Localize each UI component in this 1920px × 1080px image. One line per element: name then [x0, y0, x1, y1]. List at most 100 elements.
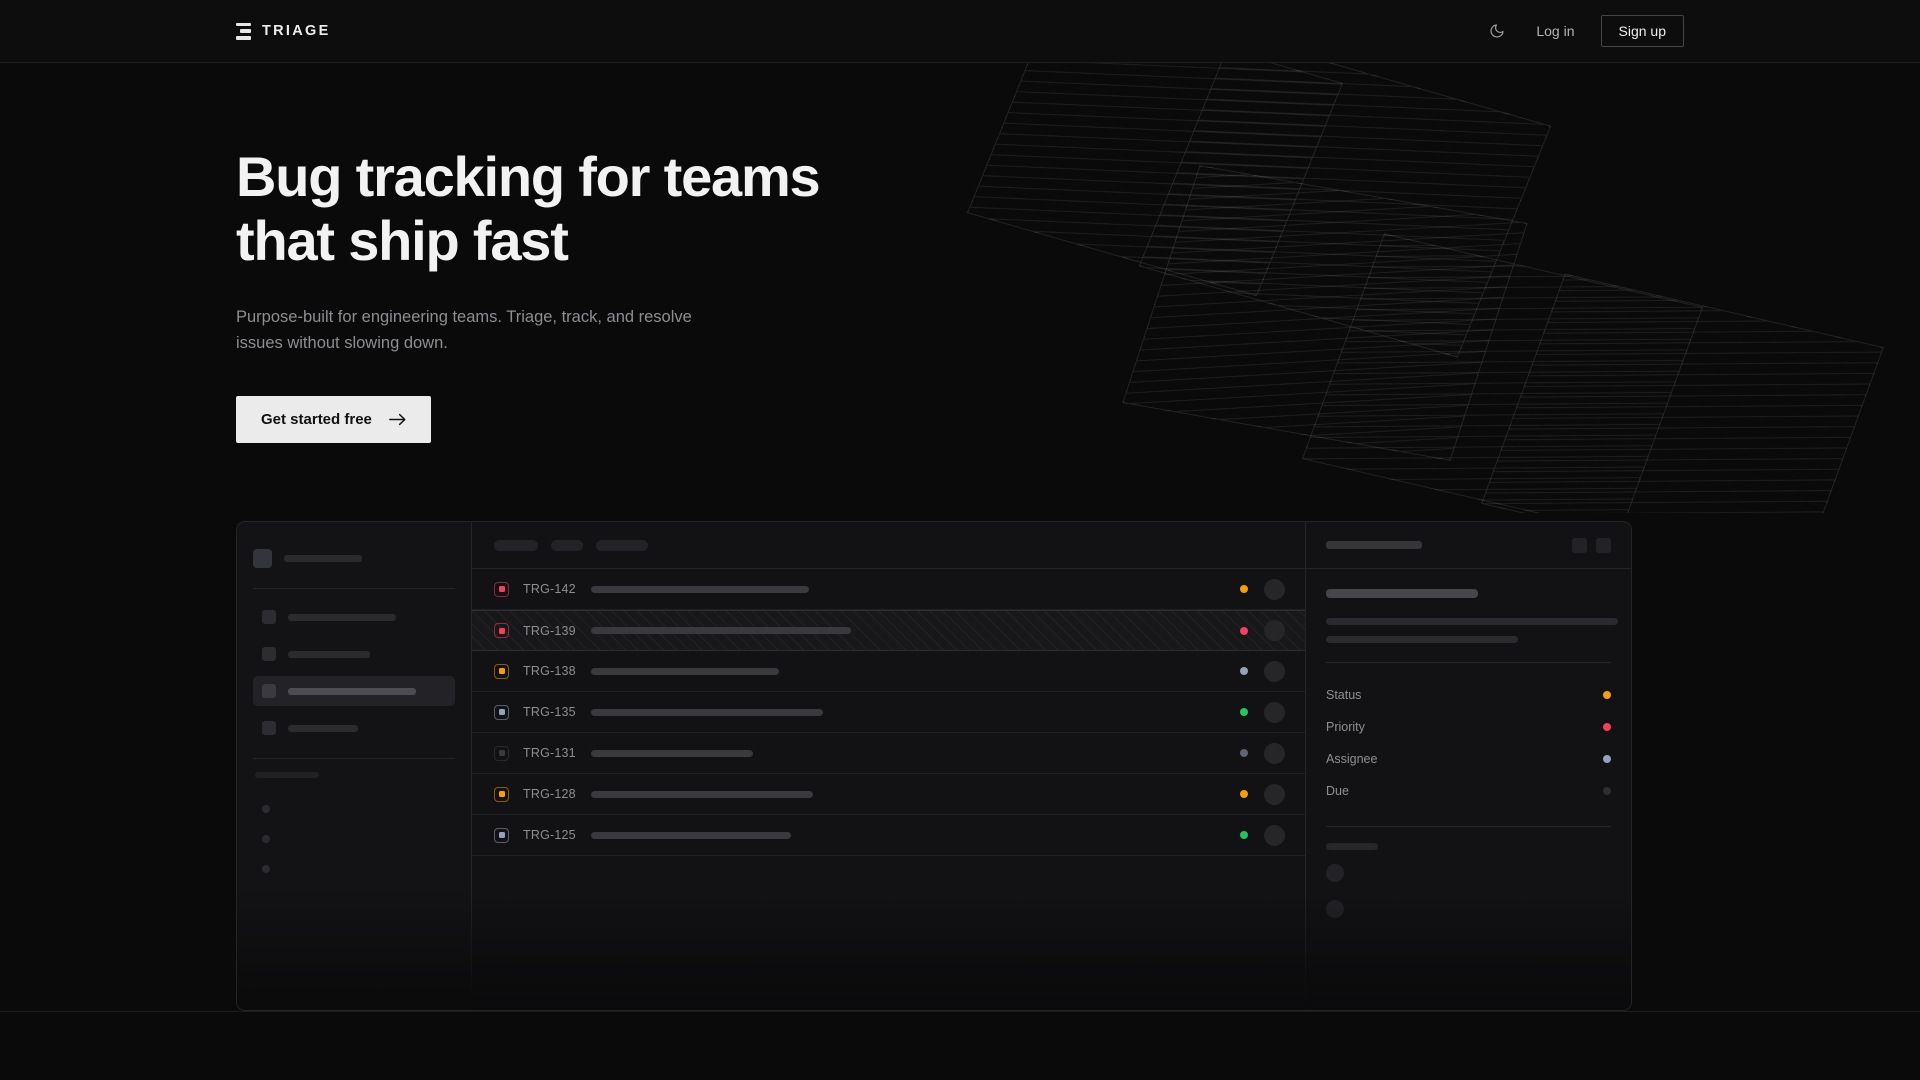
issue-row-meta	[1240, 578, 1285, 600]
sidebar-item-label-placeholder	[288, 613, 396, 621]
detail-meta-value-dot-icon	[1603, 723, 1611, 731]
issue-row[interactable]: TRG-139	[472, 610, 1305, 651]
sidebar-item-2[interactable]	[253, 639, 455, 669]
detail-header-actions	[1572, 537, 1611, 553]
sidebar-mini-dot-icon	[262, 805, 270, 813]
issue-key: TRG-131	[523, 746, 576, 760]
app-sidebar	[237, 522, 472, 1010]
page-bottom-divider	[0, 1011, 1920, 1012]
status-dot-icon	[1240, 585, 1248, 593]
hero-subheading: Purpose-built for engineering teams. Tri…	[236, 307, 692, 353]
sidebar-item-label-placeholder	[288, 724, 358, 732]
detail-description-line-2	[1326, 636, 1518, 643]
issue-title-placeholder	[591, 627, 851, 634]
sidebar-divider-bottom	[253, 758, 455, 759]
filter-pill-3[interactable]	[596, 539, 648, 551]
brand-logo[interactable]: TRIAGE	[236, 22, 331, 40]
workspace-avatar-icon	[253, 548, 272, 568]
detail-meta-label: Priority	[1326, 720, 1365, 734]
get-started-label: Get started free	[261, 411, 372, 429]
detail-description-placeholder	[1326, 618, 1618, 643]
sidebar-item-1[interactable]	[253, 602, 455, 632]
issue-title-placeholder	[591, 667, 779, 675]
detail-divider-1	[1326, 662, 1611, 663]
sidebar-mini-item-3[interactable]	[253, 854, 455, 884]
assignee-avatar[interactable]	[1264, 620, 1285, 641]
status-dot-icon	[1240, 667, 1248, 675]
sidebar-divider-top	[253, 588, 455, 589]
issue-row[interactable]: TRG-135	[472, 692, 1305, 733]
get-started-button[interactable]: Get started free	[236, 396, 431, 444]
detail-meta-row[interactable]: Assignee	[1326, 743, 1611, 775]
filter-pill-1[interactable]	[494, 539, 538, 551]
assignee-avatar[interactable]	[1264, 742, 1285, 764]
issue-key: TRG-135	[523, 705, 576, 719]
filter-pill-2[interactable]	[551, 539, 583, 551]
activity-avatar-1	[1326, 864, 1344, 882]
sidebar-mini-item-1[interactable]	[253, 794, 455, 824]
workspace-switcher[interactable]	[253, 539, 455, 573]
issue-row-meta	[1240, 701, 1285, 723]
sidebar-mini-dot-icon	[262, 835, 270, 843]
issue-row[interactable]: TRG-125	[472, 815, 1305, 856]
stacked-bars-logo-icon	[236, 22, 251, 40]
detail-meta-row[interactable]: Status	[1326, 679, 1611, 711]
issue-key: TRG-128	[523, 787, 576, 801]
issue-row-meta	[1240, 660, 1285, 682]
detail-title-placeholder	[1326, 589, 1478, 598]
priority-badge-icon	[494, 663, 509, 679]
nav-actions: Log in Sign up	[1484, 15, 1684, 47]
assignee-avatar[interactable]	[1264, 578, 1285, 600]
assignee-avatar[interactable]	[1264, 783, 1285, 805]
issue-row[interactable]: TRG-138	[472, 651, 1305, 692]
issue-title-placeholder	[591, 790, 813, 798]
sidebar-item-icon	[262, 610, 276, 624]
issue-key: TRG-139	[523, 623, 576, 638]
status-dot-icon	[1240, 831, 1248, 839]
assignee-avatar[interactable]	[1264, 824, 1285, 846]
detail-activity-avatars	[1326, 864, 1611, 918]
sidebar-mini-list	[253, 794, 455, 884]
issue-row-meta	[1240, 824, 1285, 846]
detail-header-title-placeholder	[1326, 541, 1422, 549]
top-navigation-bar: TRIAGE Log in Sign up	[0, 0, 1920, 63]
login-link[interactable]: Log in	[1536, 23, 1575, 39]
arrow-right-icon	[389, 413, 406, 426]
assignee-avatar[interactable]	[1264, 701, 1285, 723]
status-dot-icon	[1240, 708, 1248, 716]
detail-action-1[interactable]	[1572, 537, 1587, 553]
issue-row[interactable]: TRG-131	[472, 733, 1305, 774]
issue-row[interactable]: TRG-128	[472, 774, 1305, 815]
detail-meta-row[interactable]: Due	[1326, 775, 1611, 807]
sidebar-section-label-placeholder	[255, 772, 319, 778]
sidebar-mini-item-2[interactable]	[253, 824, 455, 854]
sidebar-nav-list	[253, 602, 455, 743]
workspace-name-placeholder	[284, 554, 362, 562]
detail-action-2[interactable]	[1596, 537, 1611, 553]
detail-meta-row[interactable]: Priority	[1326, 711, 1611, 743]
priority-badge-icon	[494, 786, 509, 802]
issue-title-placeholder	[591, 749, 753, 757]
detail-activity-label-placeholder	[1326, 843, 1378, 850]
sidebar-item-label-placeholder	[288, 687, 416, 695]
activity-avatar-2	[1326, 900, 1344, 918]
sidebar-item-3[interactable]	[253, 676, 455, 706]
issue-row[interactable]: TRG-142	[472, 569, 1305, 610]
issue-row-meta	[1240, 783, 1285, 805]
detail-header	[1306, 522, 1631, 569]
status-dot-icon	[1240, 626, 1248, 635]
priority-badge-icon	[494, 827, 509, 843]
moon-icon[interactable]	[1484, 18, 1510, 44]
headline-line-2: that ship fast	[236, 208, 569, 272]
signup-button[interactable]: Sign up	[1600, 15, 1684, 47]
sidebar-item-4[interactable]	[253, 713, 455, 743]
sidebar-item-icon	[262, 647, 276, 661]
assignee-avatar[interactable]	[1264, 660, 1285, 682]
